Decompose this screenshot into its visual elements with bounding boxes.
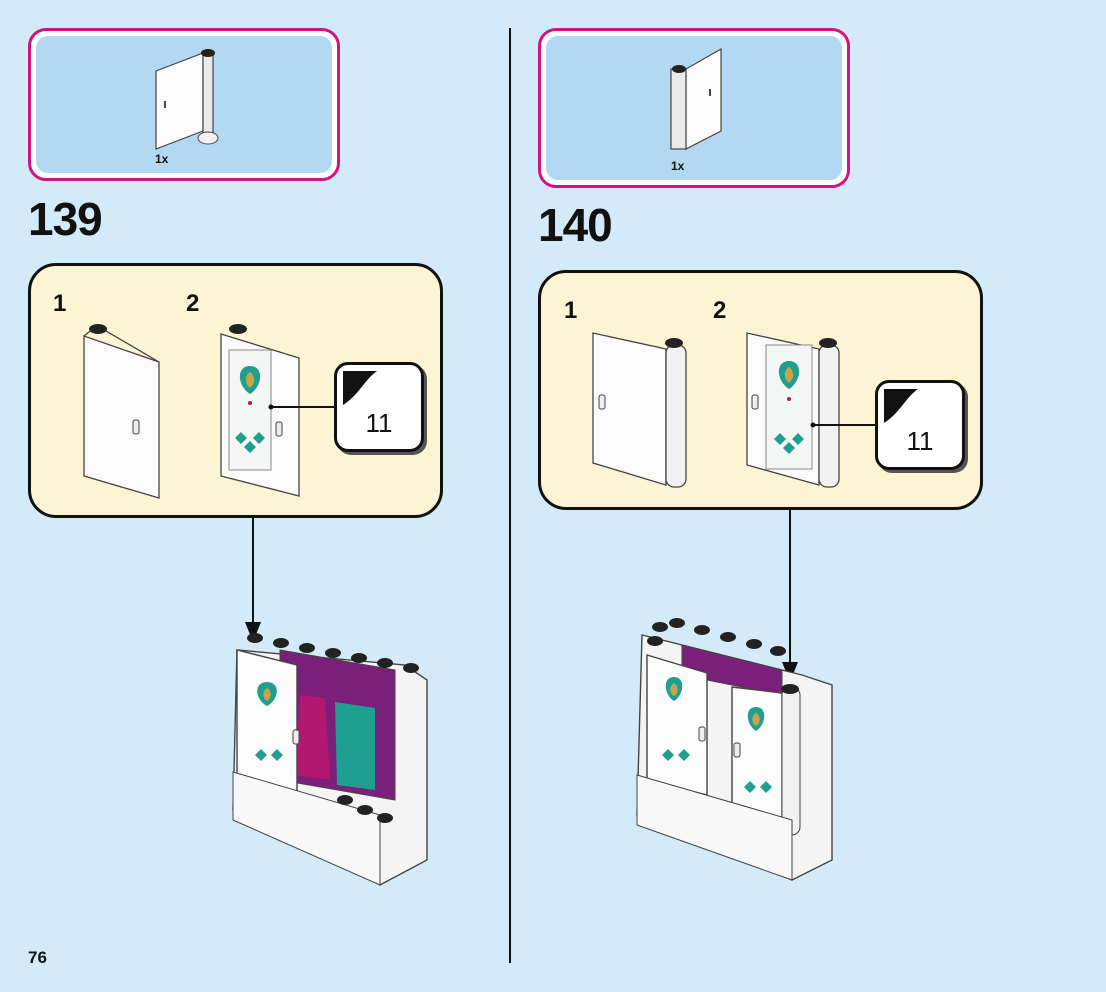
step-number: 139 <box>28 193 103 245</box>
parts-list-140: 1x <box>538 28 850 188</box>
page-number: 76 <box>28 948 47 967</box>
sticker-number: 11 <box>906 426 934 456</box>
door-part-icon <box>670 47 722 150</box>
substep-label: 2 <box>186 290 200 317</box>
callout-leader-line <box>810 422 875 428</box>
door-part-icon <box>155 49 219 150</box>
substep-label: 1 <box>53 290 67 317</box>
door-panel-plain <box>83 324 160 499</box>
sticker-callout: 11 <box>334 362 424 452</box>
door-panel-stickered <box>746 332 840 488</box>
placement-arrow <box>245 518 261 642</box>
substep-box-140: 1 2 11 <box>538 270 983 510</box>
callout-leader-line <box>268 404 334 410</box>
substep-label: 1 <box>564 297 578 324</box>
part-quantity: 1x <box>155 152 169 166</box>
door-panel-plain <box>592 332 687 488</box>
column-divider <box>509 28 511 963</box>
part-quantity: 1x <box>671 159 685 173</box>
step-number: 140 <box>538 199 613 251</box>
substep-label: 2 <box>713 297 727 324</box>
wardrobe-model-139 <box>232 633 428 886</box>
wardrobe-model-140 <box>636 618 833 881</box>
parts-list-139: 1x <box>28 28 340 181</box>
sticker-callout: 11 <box>875 380 965 470</box>
sticker-number: 11 <box>365 408 393 438</box>
sticker-sheet-icon <box>343 371 377 405</box>
sticker-sheet-icon <box>884 389 918 423</box>
substep-box-139: 1 2 11 <box>28 263 443 518</box>
door-panel-stickered <box>220 324 300 497</box>
